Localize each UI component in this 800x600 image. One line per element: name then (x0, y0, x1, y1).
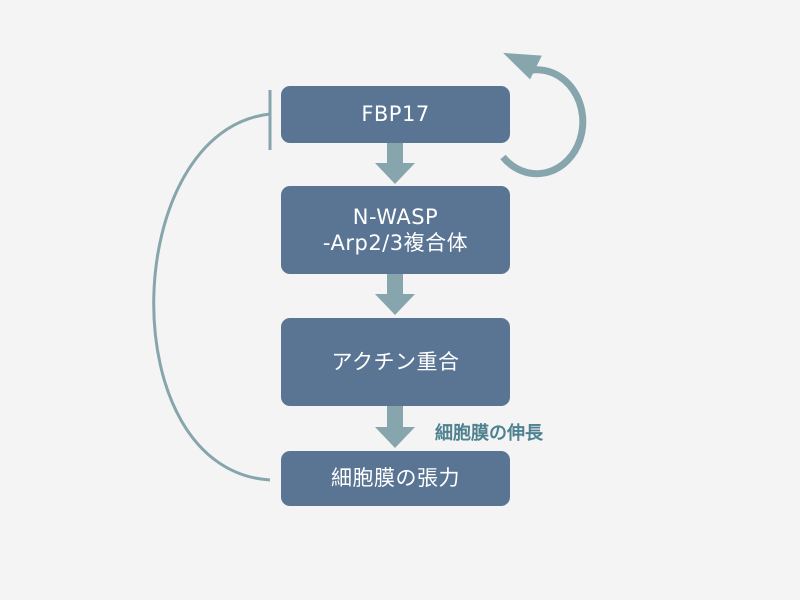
node-label: アクチン重合 (331, 349, 460, 374)
arrow-fbp17-to-nwasp (375, 143, 415, 184)
node-label: FBP17 (361, 102, 430, 127)
node-nwasp-arp23-complex: N-WASP -Arp2/3複合体 (281, 186, 510, 274)
arrow-actin-to-tension (375, 406, 415, 448)
edge-label-membrane-extension: 細胞膜の伸長 (435, 423, 543, 444)
self-loop-fbp17 (500, 52, 587, 178)
node-membrane-tension: 細胞膜の張力 (281, 451, 510, 506)
node-label-line-2: -Arp2/3複合体 (322, 231, 469, 255)
node-actin-polymerization: アクチン重合 (281, 318, 510, 406)
arrow-nwasp-to-actin (375, 274, 415, 315)
node-label-line-1: N-WASP (352, 204, 439, 229)
inhibition-tension-to-fbp17 (152, 90, 272, 482)
node-fbp17: FBP17 (281, 86, 510, 143)
node-label: 細胞膜の張力 (331, 466, 460, 491)
